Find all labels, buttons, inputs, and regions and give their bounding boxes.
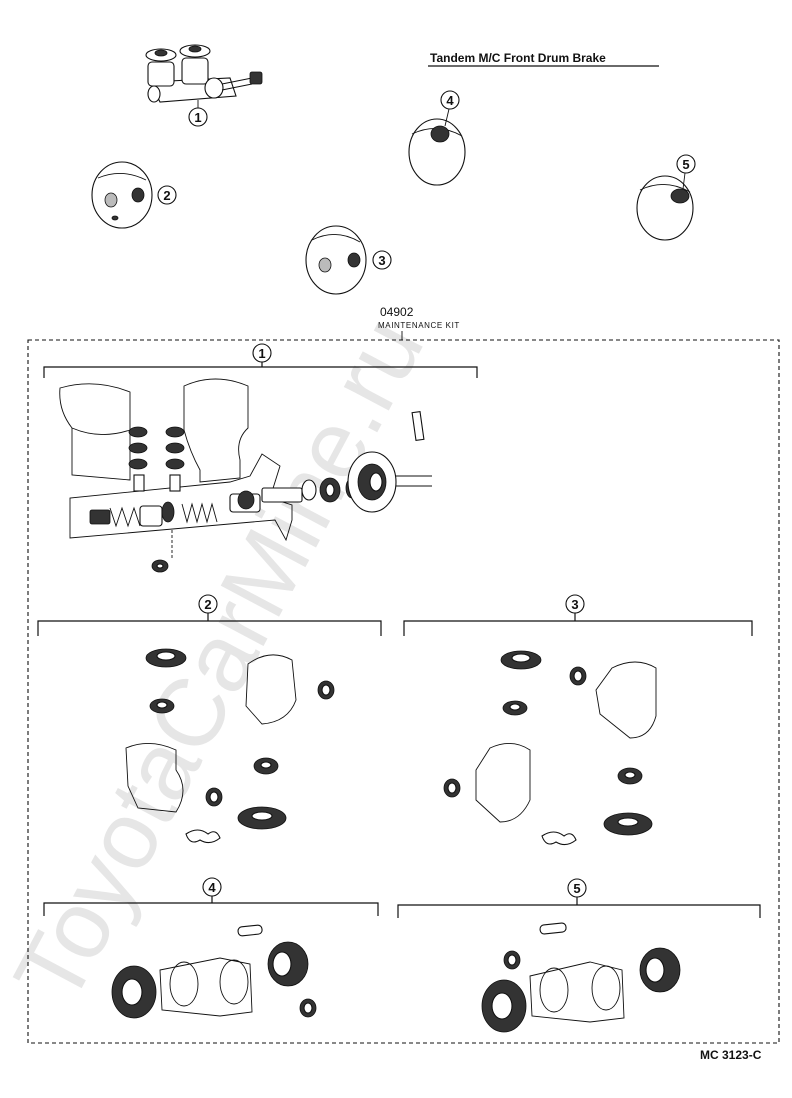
wheel-cylinder-cup-5[interactable] xyxy=(636,175,694,241)
callout-4-top: 4 xyxy=(440,90,460,127)
callout-4-top-label: 4 xyxy=(446,93,454,108)
kit-2-parts[interactable] xyxy=(125,648,335,844)
diagram-title: Tandem M/C Front Drum Brake xyxy=(428,51,659,67)
kit-1-exploded-parts[interactable] xyxy=(59,378,432,573)
kit-name: MAINTENANCE KIT xyxy=(378,321,460,330)
callout-5-top-label: 5 xyxy=(682,157,689,172)
maintenance-kit-label: 04902 MAINTENANCE KIT xyxy=(378,305,460,340)
callout-1-top-label: 1 xyxy=(194,110,201,125)
kit-section-1: 1 xyxy=(43,343,478,378)
kit-3-parts[interactable] xyxy=(443,650,657,846)
kit-section-5: 5 xyxy=(397,878,761,918)
callout-3-kit-label: 3 xyxy=(571,597,578,612)
kit-5-parts[interactable] xyxy=(481,922,681,1033)
kit-section-2: 2 xyxy=(37,594,382,636)
callout-4-kit-label: 4 xyxy=(208,880,216,895)
kit-part-number: 04902 xyxy=(380,305,414,319)
callout-3-top: 3 xyxy=(372,250,392,270)
callout-1-top: 1 xyxy=(188,100,208,127)
kit-section-4: 4 xyxy=(43,877,379,916)
callout-5-top: 5 xyxy=(676,154,696,190)
callout-1-kit-label: 1 xyxy=(258,346,265,361)
wheel-cylinder-cup-3[interactable] xyxy=(305,225,367,295)
wheel-cylinder-cup-2[interactable] xyxy=(91,161,153,229)
master-cylinder-assembly[interactable] xyxy=(145,44,263,103)
maintenance-kit-boundary xyxy=(27,339,780,1044)
title-text: Tandem M/C Front Drum Brake xyxy=(430,51,606,65)
wheel-cylinder-cup-4[interactable] xyxy=(408,118,466,186)
figure-code: MC 3123-C xyxy=(700,1048,762,1062)
callout-2-top-label: 2 xyxy=(163,188,170,203)
kit-section-3: 3 xyxy=(403,594,753,636)
callout-2-top: 2 xyxy=(157,185,177,205)
callout-3-top-label: 3 xyxy=(378,253,385,268)
kit-4-parts[interactable] xyxy=(111,924,317,1019)
callout-2-kit-label: 2 xyxy=(204,597,211,612)
callout-5-kit-label: 5 xyxy=(573,881,580,896)
